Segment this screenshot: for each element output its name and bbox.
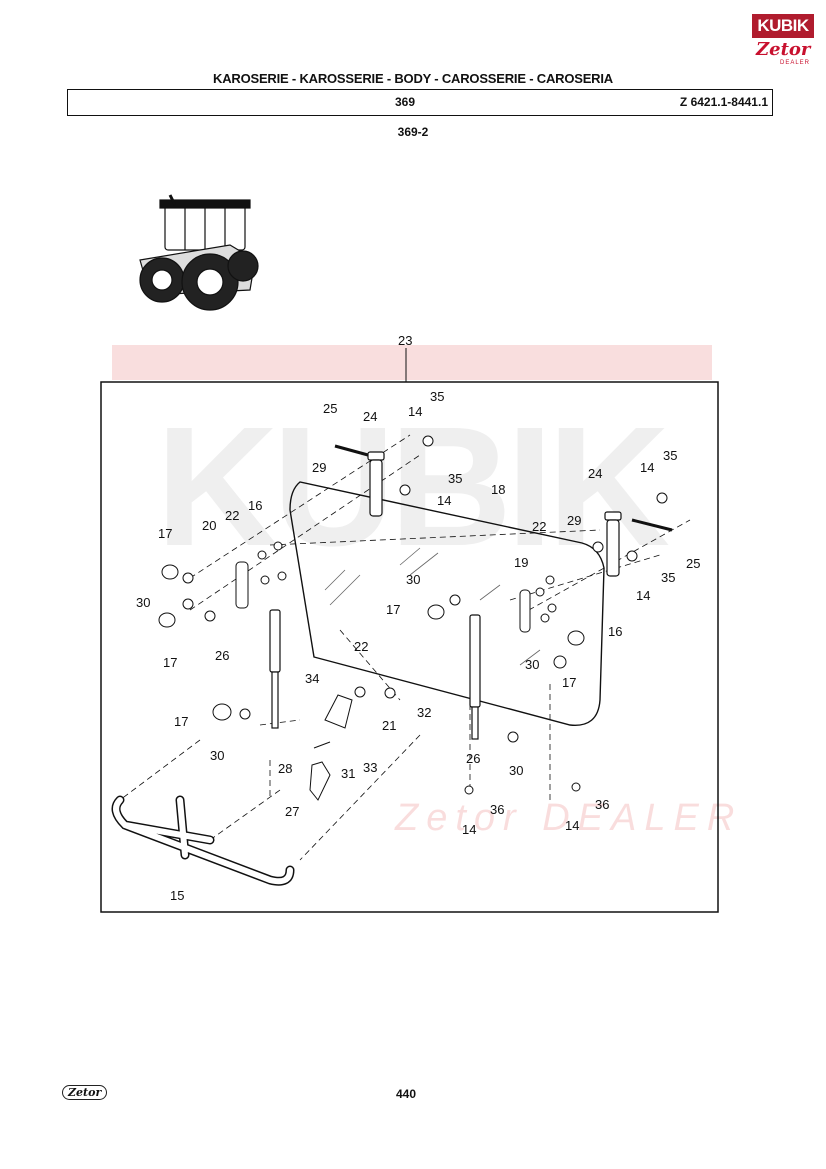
callout-label: 28	[278, 761, 292, 776]
gas-strut-right	[469, 614, 481, 740]
callout-label: 16	[248, 498, 262, 513]
callout-label: 19	[514, 555, 528, 570]
watermark: KUBIK Zetor DEALER	[112, 345, 742, 839]
callout-label: 14	[636, 588, 650, 603]
callout-label: 27	[285, 804, 299, 819]
logo-dealer-text: DEALER	[780, 60, 811, 66]
hinge-left	[334, 444, 385, 517]
callout-label: 17	[158, 526, 172, 541]
small-parts	[158, 435, 668, 795]
callout-label: 16	[608, 624, 622, 639]
callout-label: 14	[408, 404, 422, 419]
gas-strut-left	[269, 609, 281, 729]
callout-label: 26	[215, 648, 229, 663]
callout-label: 32	[417, 705, 431, 720]
header-box	[67, 89, 773, 116]
callout-label: 24	[363, 409, 377, 424]
latch-assembly	[309, 694, 353, 801]
callout-label: 36	[595, 797, 609, 812]
watermark-dealer: Zetor DEALER	[394, 797, 742, 839]
model-range: Z 6421.1-8441.1	[679, 95, 768, 109]
callout-label: 15	[170, 888, 184, 903]
callout-label: 35	[661, 570, 675, 585]
footer-zetor-logo: Zetor	[62, 1085, 108, 1100]
callout-label: 17	[163, 655, 177, 670]
callout-label: 22	[354, 639, 368, 654]
callout-label: 29	[312, 460, 326, 475]
callout-label: 30	[509, 763, 523, 778]
bracket-19	[519, 589, 531, 633]
callout-label: 29	[567, 513, 581, 528]
callout-label: 31	[341, 766, 355, 781]
callout-label: 22	[532, 519, 546, 534]
diagram-frame	[100, 381, 719, 913]
callout-label: 20	[202, 518, 216, 533]
dealer-logo: KUBIK Zetor DEALER	[752, 14, 814, 72]
page-number: 440	[396, 1087, 417, 1101]
callout-label: 26	[466, 751, 480, 766]
callout-label: 17	[386, 602, 400, 617]
callout-label: 17	[562, 675, 576, 690]
callout-labels: 23 25 24 14 35 29 35 14 18 24 14 35 22 1…	[136, 333, 700, 903]
callout-label: 14	[437, 493, 451, 508]
callout-label: 23	[398, 333, 412, 348]
callout-label: 22	[225, 508, 239, 523]
callout-label: 35	[448, 471, 462, 486]
callout-label: 33	[363, 760, 377, 775]
bracket-20	[235, 561, 249, 609]
callout-label: 21	[382, 718, 396, 733]
callout-label: 24	[588, 466, 602, 481]
page-title: KAROSERIE - KAROSSERIE - BODY - CAROSSER…	[213, 71, 613, 86]
subgroup-code: 369-2	[397, 125, 429, 139]
callout-label: 25	[686, 556, 700, 571]
callout-label: 30	[406, 572, 420, 587]
callout-label: 35	[430, 389, 444, 404]
callout-label: 30	[525, 657, 539, 672]
callout-label: 14	[565, 818, 579, 833]
logo-kubik-text: KUBIK	[752, 14, 814, 38]
callout-label: 30	[210, 748, 224, 763]
group-code: 369	[395, 95, 416, 109]
glass-reflection-lines	[324, 547, 541, 666]
callout-label: 35	[663, 448, 677, 463]
callout-label: 30	[136, 595, 150, 610]
tractor-illustration	[139, 194, 259, 311]
callout-label: 34	[305, 671, 319, 686]
callout-label: 25	[323, 401, 337, 416]
logo-zetor-text: Zetor	[756, 39, 811, 60]
hinge-right	[604, 511, 673, 577]
callout-label: 18	[491, 482, 505, 497]
watermark-text: KUBIK	[156, 392, 670, 582]
callout-label: 14	[462, 822, 476, 837]
callout-label: 17	[174, 714, 188, 729]
callout-label: 14	[640, 460, 654, 475]
callout-label: 36	[490, 802, 504, 817]
